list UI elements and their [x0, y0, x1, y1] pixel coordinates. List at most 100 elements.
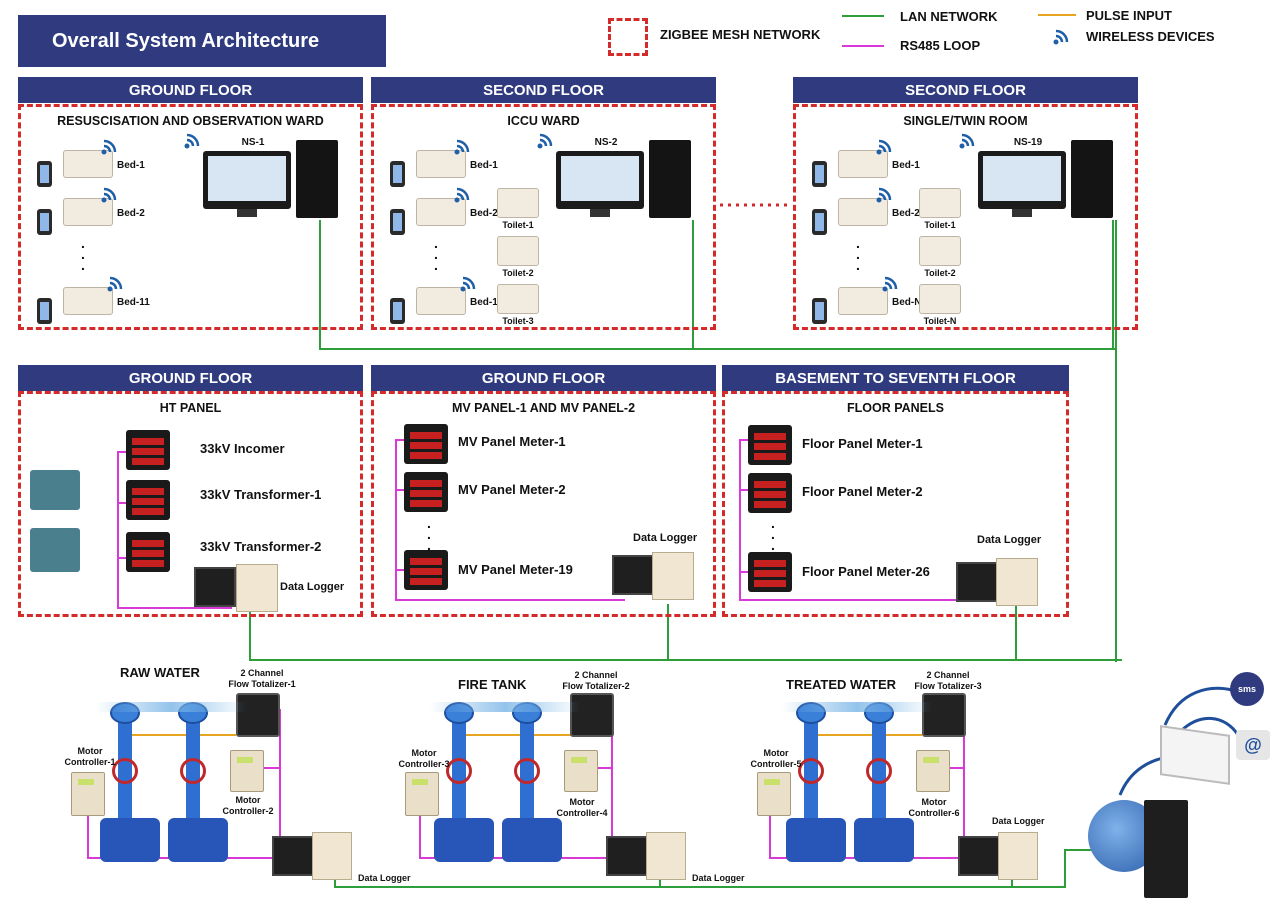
bed-label: Bed-11: [117, 297, 150, 308]
row1-box1-header: GROUND FLOOR: [18, 77, 363, 103]
motor-controller-label-b: Motor: [235, 795, 261, 805]
data-logger-icon: [646, 832, 686, 880]
toilet-panel-icon: [497, 236, 539, 266]
wifi-icon: [101, 187, 117, 203]
email-icon: @: [1236, 730, 1270, 760]
meter-ellipsis: ...: [771, 515, 775, 553]
totalizer-label-2: Flow Totalizer-2: [562, 681, 630, 691]
bed-label: Bed-15: [470, 297, 504, 308]
motor-controller-icon: [564, 750, 598, 792]
row1-box2-header: SECOND FLOOR: [371, 77, 716, 103]
bed-phone-icon: [390, 209, 405, 235]
nurse-station-label: NS-19: [1013, 137, 1043, 148]
wifi-icon: [184, 133, 200, 149]
flow-totalizer-icon: [922, 693, 966, 737]
row1-box1-zone: [18, 104, 363, 330]
lan-line-row3: [334, 849, 1100, 888]
page-title: Overall System Architecture: [18, 15, 386, 67]
energy-meter-icon: [404, 550, 448, 590]
row2-box2-subtitle: MV PANEL-1 AND MV PANEL-2: [451, 401, 636, 415]
wifi-icon: [101, 139, 117, 155]
bed-phone-icon: [37, 209, 52, 235]
cloud-arc-2: [1178, 716, 1240, 736]
legend-zigbee-label: ZIGBEE MESH NETWORK: [660, 27, 821, 42]
motor-controller-label-a: Motor: [77, 746, 103, 756]
pump-motor-icon: [502, 818, 562, 862]
data-logger-door: [606, 836, 648, 876]
legend-lan-label: LAN NETWORK: [900, 9, 998, 24]
meter-label: MV Panel Meter-1: [458, 434, 566, 449]
cloud-arc-1: [1163, 686, 1233, 726]
meter-label: Floor Panel Meter-26: [802, 564, 930, 579]
energy-meter-icon: [748, 552, 792, 592]
bed-label: Bed-2: [892, 208, 920, 219]
wireless-icon: [1053, 29, 1069, 45]
wifi-icon: [107, 276, 123, 292]
bed-label: Bed-2: [470, 208, 498, 219]
data-logger-label: Data Logger: [977, 534, 1042, 546]
wifi-icon: [460, 276, 476, 292]
bed-phone-icon: [390, 161, 405, 187]
rs485-floor: [739, 439, 962, 601]
bed-call-panel-icon: [838, 198, 888, 226]
lan-line-row1: [319, 220, 1116, 350]
toilet-label: Toilet-3: [502, 316, 534, 326]
motor-controller-label-a: Motor: [763, 748, 789, 758]
data-logger-label: Data Logger: [280, 581, 345, 593]
data-logger-door: [956, 562, 998, 602]
valve-icon: [180, 758, 206, 784]
energy-meter-icon: [404, 424, 448, 464]
motor-controller-label-a2: Controller-1: [64, 757, 116, 767]
computer-tower-icon: [649, 140, 691, 218]
computer-tower-icon: [1071, 140, 1113, 218]
energy-meter-icon: [126, 430, 170, 470]
motor-controller-label-b2: Controller-2: [222, 806, 274, 816]
row2-box3-subtitle: FLOOR PANELS: [847, 401, 944, 415]
monitor-stand: [1012, 209, 1032, 217]
valve-icon: [798, 758, 824, 784]
rs485-mv: [395, 439, 625, 601]
water-section-title: FIRE TANK: [458, 677, 527, 692]
row2-box1-subtitle: HT PANEL: [159, 401, 222, 415]
row2-box2-zone: [371, 391, 716, 617]
rs485-ht: [117, 451, 232, 609]
monitor-stand: [237, 209, 257, 217]
pump-motor-icon: [168, 818, 228, 862]
water-splash: [782, 702, 932, 712]
wifi-icon: [454, 139, 470, 155]
bed-phone-icon: [812, 209, 827, 235]
water-splash: [96, 702, 246, 712]
bed-label: Bed-1: [892, 160, 920, 171]
meter-label: MV Panel Meter-2: [458, 482, 566, 497]
wifi-icon: [454, 187, 470, 203]
row2-box3-zone: [722, 391, 1069, 617]
data-logger-label: Data Logger: [633, 532, 698, 544]
pump-motor-icon: [786, 818, 846, 862]
motor-controller-icon: [71, 772, 105, 816]
bed-call-panel-icon: [838, 287, 888, 315]
bed-label: Bed-2: [117, 208, 145, 219]
toilet-panel-icon: [497, 284, 539, 314]
row1-box2-subtitle: ICCU WARD: [507, 114, 580, 128]
bed-phone-icon: [37, 298, 52, 324]
data-logger-door: [194, 567, 236, 607]
row1-box3-subtitle: SINGLE/TWIN ROOM: [903, 114, 1028, 128]
meter-label: Floor Panel Meter-1: [802, 436, 923, 451]
toilet-panel-icon: [497, 188, 539, 218]
data-logger-icon: [996, 558, 1038, 606]
meter-label: Floor Panel Meter-2: [802, 484, 923, 499]
motor-controller-icon: [230, 750, 264, 792]
legend-pulse-label: PULSE INPUT: [1086, 8, 1172, 23]
meter-label: MV Panel Meter-19: [458, 562, 573, 577]
motor-controller-label-b: Motor: [569, 797, 595, 807]
bed-label: Bed-N: [892, 297, 922, 308]
meter-label: 33kV Incomer: [200, 441, 285, 456]
toilet-panel-icon: [919, 236, 961, 266]
water-section-title: RAW WATER: [120, 665, 200, 680]
bed-call-panel-icon: [416, 198, 466, 226]
toilet-label: Toilet-N: [923, 316, 957, 326]
bed-call-panel-icon: [838, 150, 888, 178]
motor-controller-label-b2: Controller-6: [908, 808, 960, 818]
bed-ellipsis: ...: [856, 235, 860, 273]
totalizer-label-2: Flow Totalizer-1: [228, 679, 296, 689]
